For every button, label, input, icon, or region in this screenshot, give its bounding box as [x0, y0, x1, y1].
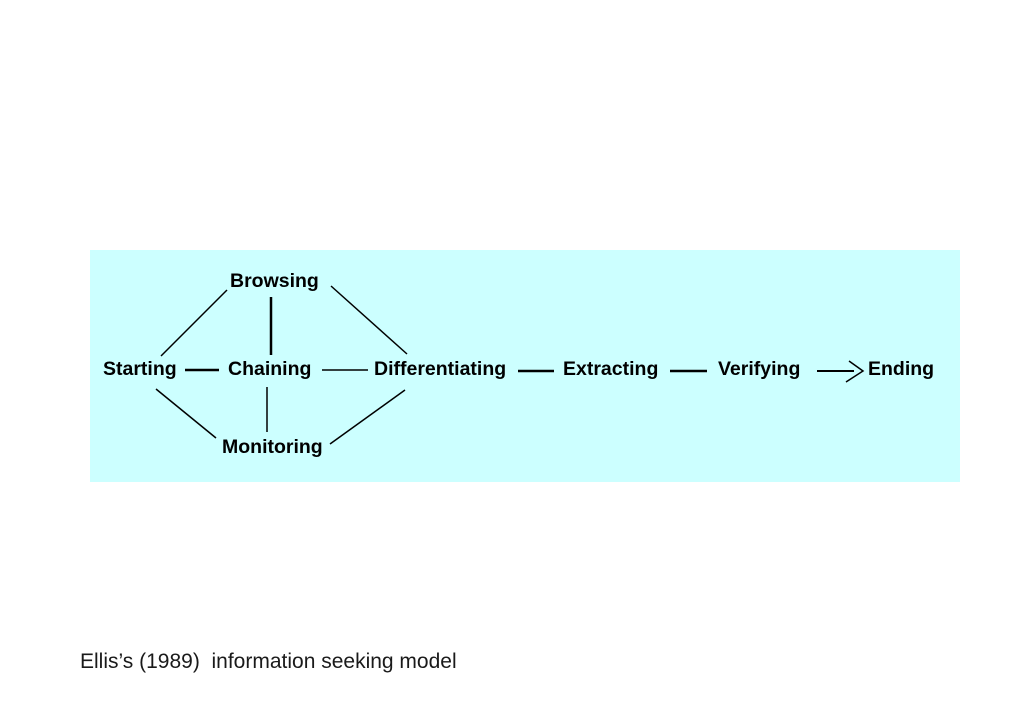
edge-starting-browsing: [160, 289, 228, 357]
edge-starting-monitoring: [155, 388, 217, 439]
diagram-edges: [155, 285, 865, 445]
node-verifying: Verifying: [718, 358, 801, 380]
edge-browsing-differentiating: [330, 285, 408, 355]
node-ending: Ending: [868, 358, 935, 380]
arrowhead-ending-icon: [845, 360, 865, 383]
node-differentiating: Differentiating: [374, 358, 507, 380]
node-extracting: Extracting: [563, 358, 659, 380]
caption: Ellis’s (1989) information seeking model: [80, 650, 457, 673]
node-browsing: Browsing: [230, 270, 319, 292]
node-chaining: Chaining: [228, 358, 312, 380]
edge-monitoring-differentiating: [329, 389, 406, 445]
node-starting: Starting: [103, 358, 177, 380]
diagram-panel: Browsing Starting Chaining Monitoring Di…: [90, 250, 960, 482]
node-monitoring: Monitoring: [222, 436, 323, 458]
